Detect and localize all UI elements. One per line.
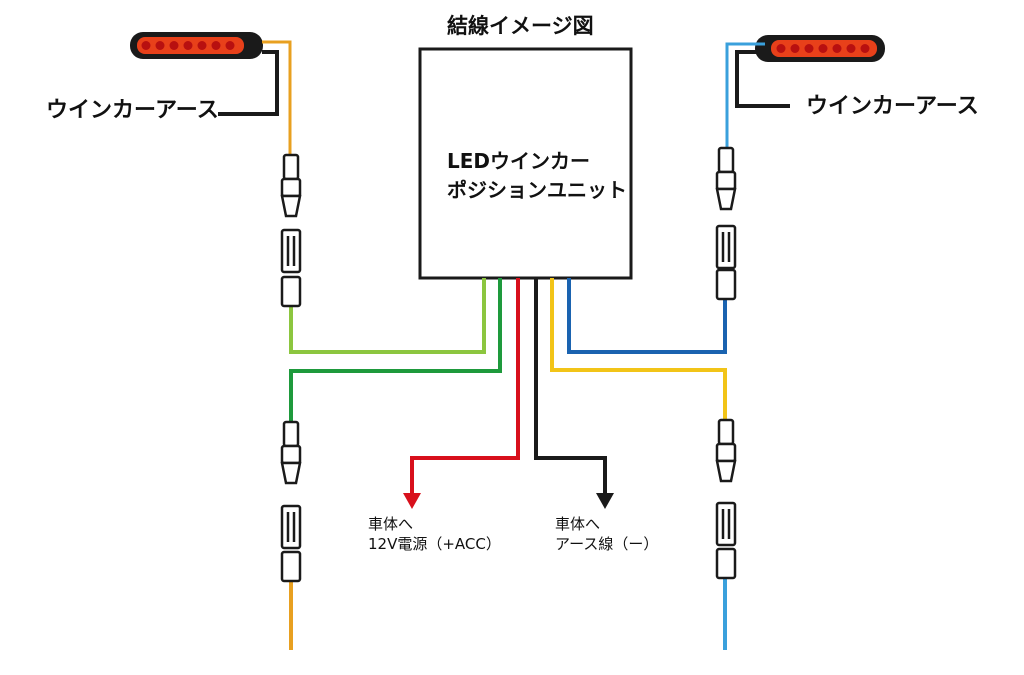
left-upper-socket [280, 228, 302, 308]
ground-label-line2: アース線（ー） [555, 535, 659, 553]
left-lower-socket [280, 504, 302, 583]
right-lower-socket [715, 501, 737, 580]
black-wire [534, 278, 607, 496]
power-destination-label: 車体へ 12V電源（+ACC） [368, 514, 501, 554]
left-indicator-lamp [130, 32, 263, 59]
red-arrow-head [403, 493, 421, 509]
right-earth-label: ウインカーアース [806, 94, 979, 119]
diagram-title: 結線イメージ図 [447, 14, 594, 38]
yellow-wire [550, 278, 727, 421]
unit-label-line2: ポジションユニット [447, 178, 627, 202]
power-label-line1: 車体へ [368, 515, 414, 533]
unit-box [418, 47, 633, 280]
left-orange-wire-top [262, 40, 292, 157]
unit-label-line1: LEDウインカー [447, 149, 591, 173]
right-upper-socket [715, 224, 737, 301]
green-wire [289, 278, 502, 421]
left-earth-wire [218, 50, 279, 116]
right-upper-plug [715, 146, 737, 211]
red-wire [410, 278, 520, 496]
power-label-line2: 12V電源（+ACC） [368, 535, 501, 553]
light-green-wire [289, 278, 486, 354]
ground-label-line1: 車体へ [555, 515, 601, 533]
blue-wire [567, 278, 727, 354]
left-earth-label: ウインカーアース [46, 98, 219, 123]
left-lower-plug [280, 420, 302, 485]
right-earth-wire [735, 50, 790, 108]
left-upper-plug [280, 153, 302, 218]
right-indicator-lamp [755, 35, 885, 62]
right-lower-plug [715, 418, 737, 483]
ground-destination-label: 車体へ アース線（ー） [555, 514, 658, 554]
black-arrow-head [596, 493, 614, 509]
unit-label: LEDウインカー ポジションユニット [447, 147, 627, 205]
right-blue-wire-top [725, 42, 765, 149]
